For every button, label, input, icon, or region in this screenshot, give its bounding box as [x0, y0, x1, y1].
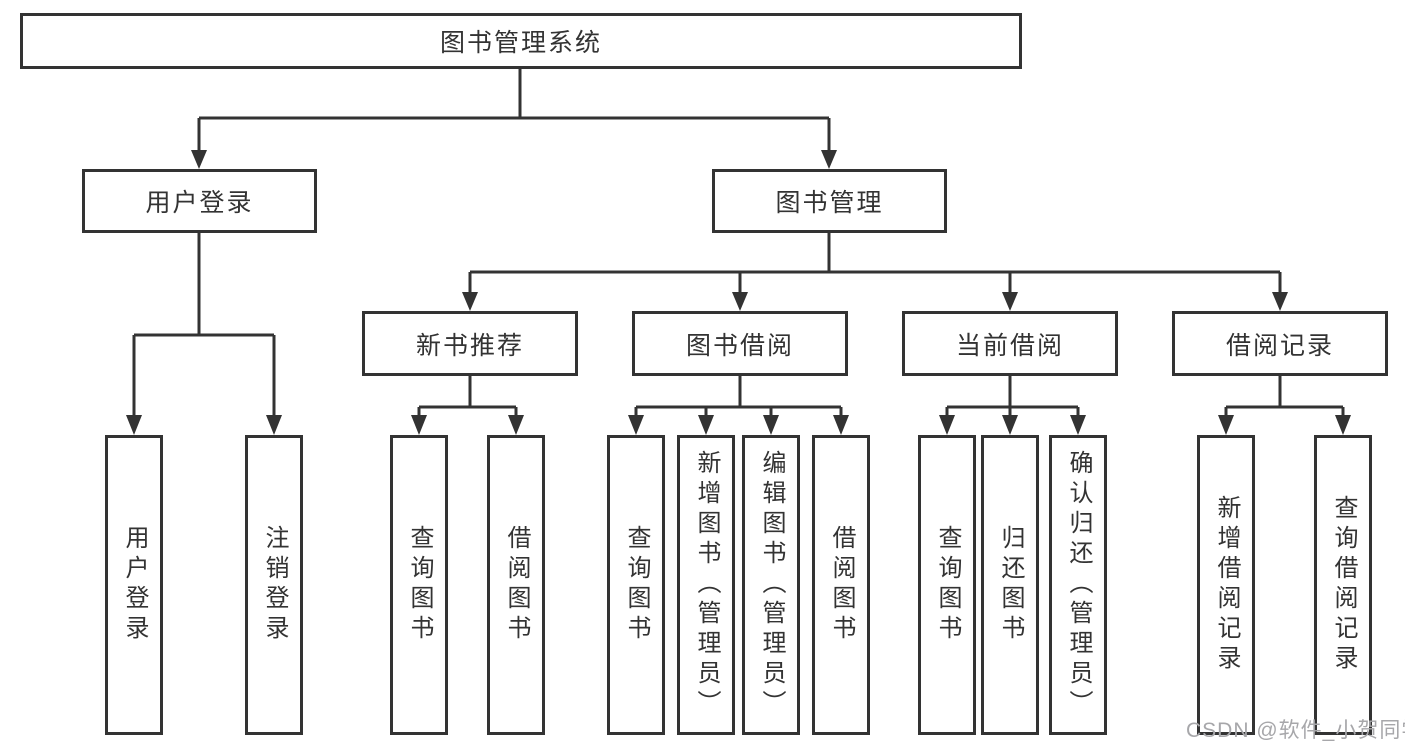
leaf-borrowing-borrow-books: 借阅图书 [812, 435, 870, 735]
leaf-recommend-query-books: 查询图书 [390, 435, 448, 735]
node-borrow-records: 借阅记录 [1172, 311, 1388, 376]
leaf-borrowing-query-books-label: 查询图书 [623, 525, 650, 645]
node-book-borrowing: 图书借阅 [632, 311, 848, 376]
node-book-management: 图书管理 [712, 169, 947, 233]
leaf-borrowing-edit-books-admin-label: 编辑图书（管理员） [758, 450, 785, 720]
leaf-logout: 注销登录 [245, 435, 303, 735]
leaf-records-query-record-label: 查询借阅记录 [1330, 495, 1357, 675]
leaf-user-login-label: 用户登录 [121, 525, 148, 645]
leaf-recommend-borrow-books: 借阅图书 [487, 435, 545, 735]
leaf-records-query-record: 查询借阅记录 [1314, 435, 1372, 735]
watermark: CSDN @软件_小贺同学 [1186, 719, 1405, 742]
leaf-current-return-books: 归还图书 [981, 435, 1039, 735]
leaf-borrowing-query-books: 查询图书 [607, 435, 665, 735]
leaf-borrowing-add-books-admin-label: 新增图书（管理员） [693, 450, 720, 720]
node-user-login: 用户登录 [82, 169, 317, 233]
leaf-borrowing-borrow-books-label: 借阅图书 [828, 525, 855, 645]
node-current-borrowing: 当前借阅 [902, 311, 1118, 376]
node-library-management-system: 图书管理系统 [20, 13, 1022, 69]
leaf-records-add-record-label: 新增借阅记录 [1213, 495, 1240, 675]
leaf-current-return-books-label: 归还图书 [997, 525, 1024, 645]
leaf-current-confirm-return-admin: 确认归还（管理员） [1049, 435, 1107, 735]
leaf-logout-label: 注销登录 [261, 525, 288, 645]
leaf-current-confirm-return-admin-label: 确认归还（管理员） [1065, 450, 1092, 720]
node-new-book-recommendation: 新书推荐 [362, 311, 578, 376]
leaf-records-add-record: 新增借阅记录 [1197, 435, 1255, 735]
leaf-current-query-books-label: 查询图书 [934, 525, 961, 645]
leaf-recommend-borrow-books-label: 借阅图书 [503, 525, 530, 645]
leaf-current-query-books: 查询图书 [918, 435, 976, 735]
leaf-borrowing-add-books-admin: 新增图书（管理员） [677, 435, 735, 735]
leaf-borrowing-edit-books-admin: 编辑图书（管理员） [742, 435, 800, 735]
leaf-user-login: 用户登录 [105, 435, 163, 735]
leaf-recommend-query-books-label: 查询图书 [406, 525, 433, 645]
